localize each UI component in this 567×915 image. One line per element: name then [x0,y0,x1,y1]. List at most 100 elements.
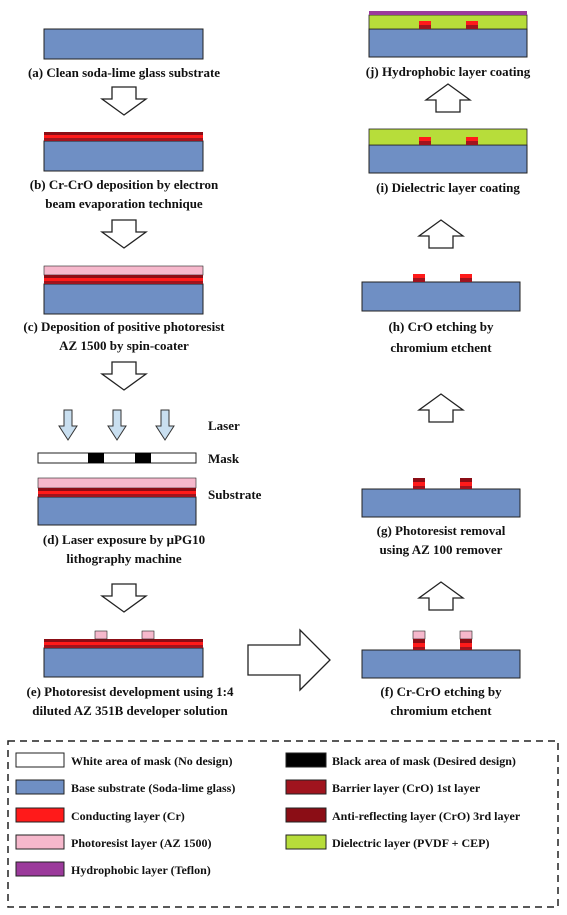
arrow-right-e-f [247,628,331,692]
legend-swatch-dielectric [285,834,327,850]
step-b-caption-line1: (b) Cr-CrO deposition by electron [30,177,219,192]
step-c-structure [43,265,204,315]
laser-beam-3 [155,409,175,441]
legend-label-barrier: Barrier layer (CrO) 1st layer [332,781,481,795]
step-i-dielectric-layer [368,128,528,146]
step-f-structure [361,630,521,679]
legend-label-antireflect: Anti-reflecting layer (CrO) 3rd layer [332,809,521,823]
laser-beam-1 [58,409,78,441]
step-g-stack-2-conducting [460,482,472,486]
step-h-stack-2-conducting [460,274,472,278]
step-j-stack-1-conducting [419,21,431,25]
mask-white-area [37,452,197,464]
step-f-caption-line2: chromium etchent [390,703,492,718]
step-d-antireflect-layer [38,488,196,491]
step-f-substrate [361,649,521,679]
step-f-stack-2-barrier [460,647,472,650]
step-j-caption: (j) Hydrophobic layer coating [366,64,531,79]
legend-swatch-hydrophobic [15,861,65,877]
legend-label-mask-black: Black area of mask (Desired design) [332,754,516,768]
step-d-structure [37,477,197,526]
step-b-caption-line2: beam evaporation technique [45,196,203,211]
step-j-structure [368,11,528,58]
laser-beam-2 [107,409,127,441]
step-a-substrate [43,28,204,60]
step-h-substrate [361,281,521,312]
step-g-caption-line2: using AZ 100 remover [380,542,503,557]
step-f-stack-2-photoresist [459,630,473,640]
legend-swatch-mask-white [15,752,65,768]
step-i-substrate [368,144,528,174]
legend-label-hydrophobic: Hydrophobic layer (Teflon) [71,863,211,877]
step-c-barrier-layer [44,281,203,284]
step-f-stack-1-conducting [413,643,425,647]
step-h-stack-2-barrier [460,278,472,282]
step-j-stack-2-conducting [466,21,478,25]
step-g-stack-2-barrier [460,486,472,489]
arrow-up-h-i [418,219,464,249]
substrate-label: Substrate [208,487,262,502]
step-d-substrate [37,496,197,526]
arrow-up-i-j [425,83,471,113]
step-j-substrate [368,28,528,58]
legend-swatch-photoresist [15,834,65,850]
arrow-down-d-e [101,583,147,613]
step-e-photoresist-island-1 [94,630,108,640]
step-b-structure [43,132,204,172]
step-h-stack-1-conducting [413,274,425,278]
step-i-structure [368,128,528,174]
step-h-structure [361,274,521,312]
legend-swatch-antireflect [285,807,327,823]
arrow-down-a-b [101,86,147,116]
legend-label-photoresist: Photoresist layer (AZ 1500) [71,836,212,850]
step-f-stack-1-photoresist [412,630,426,640]
step-g-substrate [361,488,521,518]
legend-swatch-mask-black [285,752,327,768]
step-f-stack-2-conducting [460,643,472,647]
step-a-structure [43,28,204,60]
step-e-caption-line2: diluted AZ 351B developer solution [32,703,228,718]
legend-label-conducting: Conducting layer (Cr) [71,809,185,823]
step-e-caption-line1: (e) Photoresist development using 1:4 [26,684,234,699]
step-j-stack-1-barrier [419,25,431,29]
step-j-hydrophobic-layer [369,11,527,15]
step-g-structure [361,478,521,518]
step-e-substrate [43,647,204,678]
legend-border [7,740,559,908]
step-e-barrier-layer [44,645,203,648]
step-g-stack-1-antireflect [413,478,425,482]
step-g-caption-line1: (g) Photoresist removal [377,523,506,538]
legend-swatch-substrate [15,779,65,795]
step-b-barrier-layer [44,138,203,141]
step-d-photoresist-layer [37,477,197,489]
step-b-substrate [43,140,204,172]
step-i-caption: (i) Dielectric layer coating [376,180,520,195]
mask [37,452,197,464]
step-f-stack-1-antireflect [413,639,425,643]
mask-black-area-1 [88,453,104,463]
mask-label: Mask [208,451,240,466]
laser-beams [58,409,175,441]
legend-label-mask-white: White area of mask (No design) [71,754,232,768]
step-g-stack-1-conducting [413,482,425,486]
arrow-up-g-h [418,393,464,423]
step-h-caption-line2: chromium etchent [390,340,492,355]
step-b-conducting-layer [44,135,203,138]
step-f-stack-1-barrier [413,647,425,650]
step-d-caption-line1: (d) Laser exposure by μPG10 [43,532,205,547]
legend-label-dielectric: Dielectric layer (PVDF + CEP) [332,836,489,850]
step-g-stack-1-barrier [413,486,425,489]
step-d-barrier-layer [38,494,196,497]
arrow-up-f-g [418,581,464,611]
step-i-stack-1-conducting [419,137,431,141]
legend: White area of mask (No design) Base subs… [7,740,559,908]
step-j-stack-2-barrier [466,25,478,29]
step-d-caption-line2: lithography machine [66,551,181,566]
step-b-antireflect-layer [44,132,203,135]
laser-label: Laser [208,418,240,433]
step-e-antireflect-layer [44,639,203,642]
step-c-caption-line1: (c) Deposition of positive photoresist [23,319,225,334]
step-i-stack-1-barrier [419,141,431,145]
step-e-structure [43,630,204,678]
arrow-down-b-c [101,219,147,249]
